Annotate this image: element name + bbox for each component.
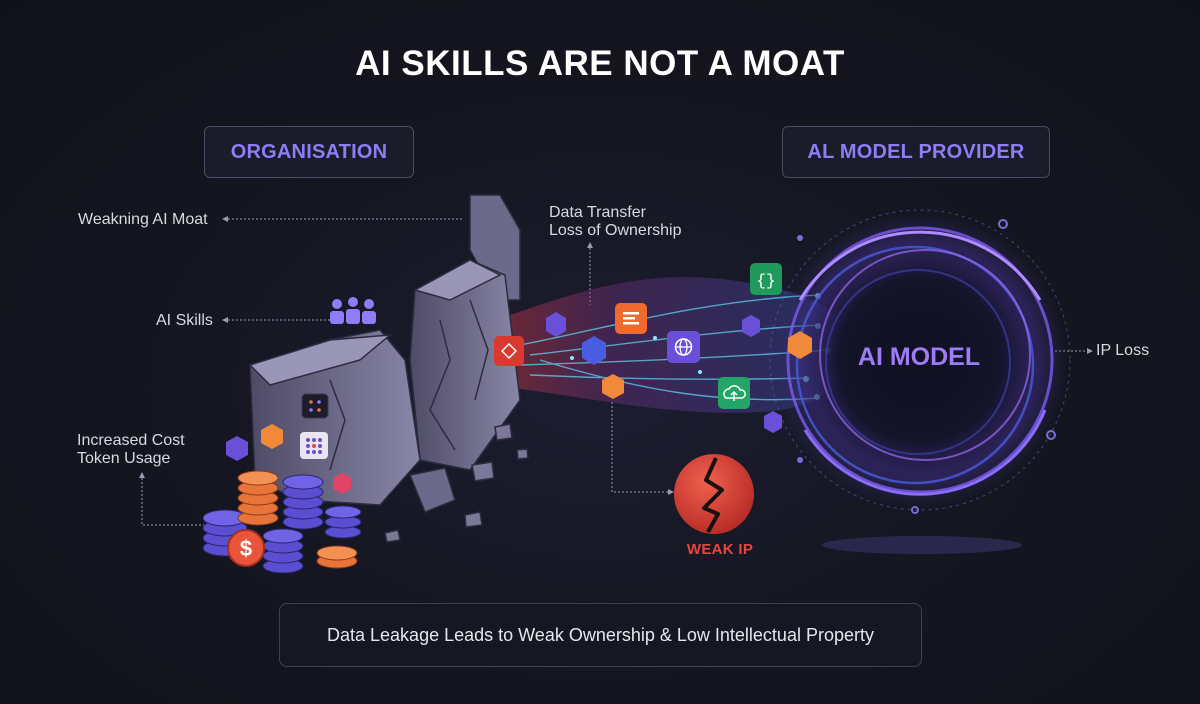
- people-icon: [330, 297, 376, 324]
- ai-model-label: AI MODEL: [857, 343, 981, 371]
- page-title: AI SKILLS ARE NOT A MOAT: [355, 44, 845, 83]
- data-transfer-label: Data Transfer: [549, 204, 646, 221]
- vortex-icon: [769, 209, 1071, 554]
- ai-skills-label: AI Skills: [156, 312, 213, 329]
- svg-text:$: $: [240, 536, 252, 561]
- increased-cost-label: Increased Cost: [77, 432, 185, 449]
- organisation-header: ORGANISATION: [204, 126, 414, 178]
- weak-ip-label: WEAK IP: [686, 541, 754, 558]
- weakning-moat-label: Weakning AI Moat: [78, 211, 208, 228]
- summary-banner: Data Leakage Leads to Weak Ownership & L…: [279, 603, 922, 667]
- document-icon: [615, 303, 647, 334]
- code-braces-icon: {}: [750, 263, 782, 295]
- cube-icon: [226, 312, 812, 494]
- leader-lines: [141, 218, 1088, 526]
- token-usage-label: Token Usage: [77, 450, 171, 467]
- cracked-heart-icon: [674, 454, 754, 534]
- summary-banner-text: Data Leakage Leads to Weak Ownership & L…: [327, 624, 874, 645]
- globe-icon: [667, 331, 700, 363]
- wall-icon: [248, 194, 529, 543]
- coins-icon: $: [202, 470, 362, 574]
- cloud-upload-icon: [718, 377, 750, 409]
- ai-model-provider-header: AL MODEL PROVIDER: [782, 126, 1050, 178]
- organisation-header-label: ORGANISATION: [230, 140, 388, 163]
- ip-loss-label: IP Loss: [1096, 342, 1150, 359]
- dollar-coin-icon: $: [227, 529, 265, 567]
- ai-model-provider-header-label: AL MODEL PROVIDER: [807, 140, 1025, 163]
- loss-of-ownership-label: Loss of Ownership: [549, 222, 682, 239]
- svg-text:{}: {}: [756, 272, 775, 290]
